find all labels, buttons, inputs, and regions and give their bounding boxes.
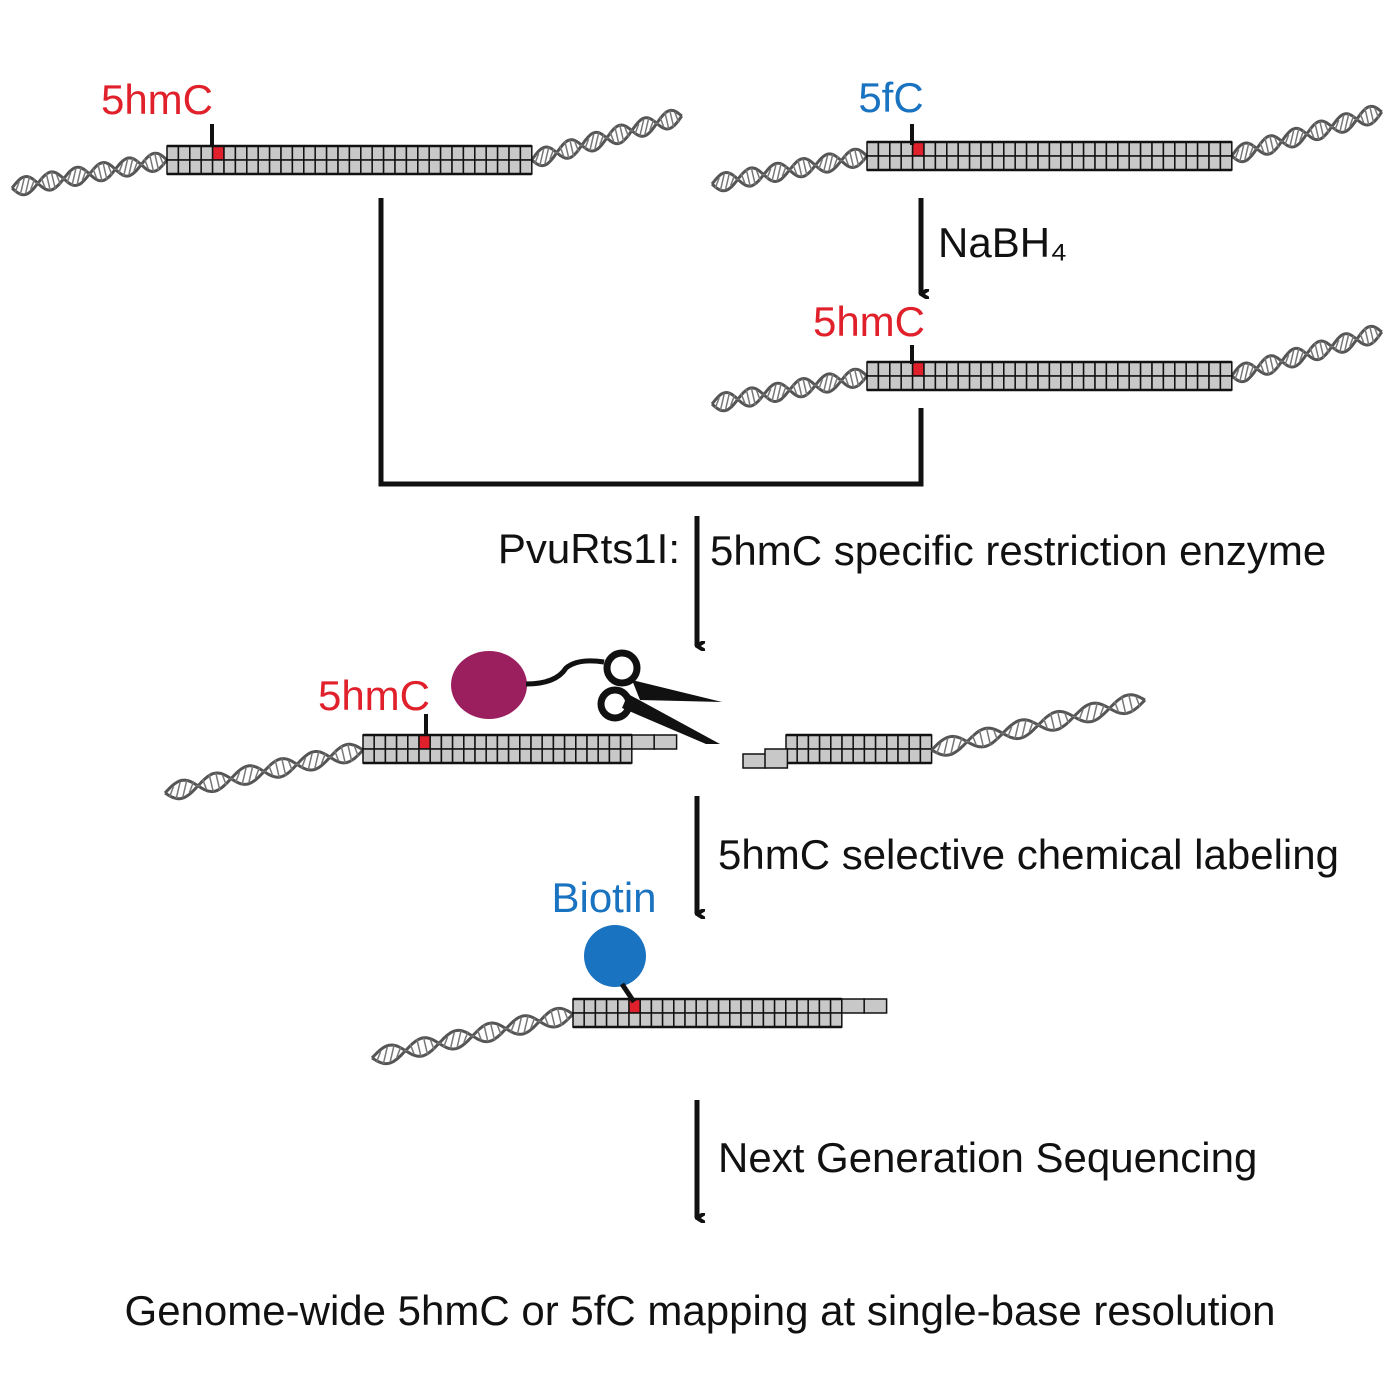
dna-cut-left-fragment	[163, 733, 678, 801]
label-enzyme-desc: 5hmC specific restriction enzyme	[710, 527, 1326, 574]
enzyme-tether	[525, 658, 605, 687]
label-result: Genome-wide 5hmC or 5fC mapping at singl…	[125, 1287, 1276, 1334]
label-top-left-5hmc: 5hmC	[101, 76, 213, 123]
label-cut-5hmc: 5hmC	[318, 672, 430, 719]
biotin-linker	[619, 982, 637, 1004]
label-labeling-step: 5hmC selective chemical labeling	[718, 831, 1339, 878]
dna-cut-right-fragment	[742, 693, 1147, 769]
label-sequencing-step: Next Generation Sequencing	[718, 1134, 1257, 1181]
label-enzyme-name: PvuRts1I:	[498, 525, 680, 572]
enzyme-blob	[451, 651, 527, 719]
dna-5fc-top-right	[710, 104, 1384, 193]
merge-connector	[378, 198, 924, 487]
label-nabh4: NaBH₄	[938, 219, 1067, 266]
scissors-icon	[597, 649, 722, 744]
biotin-bead	[584, 925, 646, 987]
label-converted-5hmc: 5hmC	[813, 298, 925, 345]
label-top-right-5fc: 5fC	[858, 74, 923, 121]
label-biotin: Biotin	[551, 874, 656, 921]
dna-5hmc-top-left	[10, 108, 684, 197]
dna-5hmc-converted	[710, 324, 1384, 413]
dna-biotin-labeled	[370, 997, 888, 1066]
